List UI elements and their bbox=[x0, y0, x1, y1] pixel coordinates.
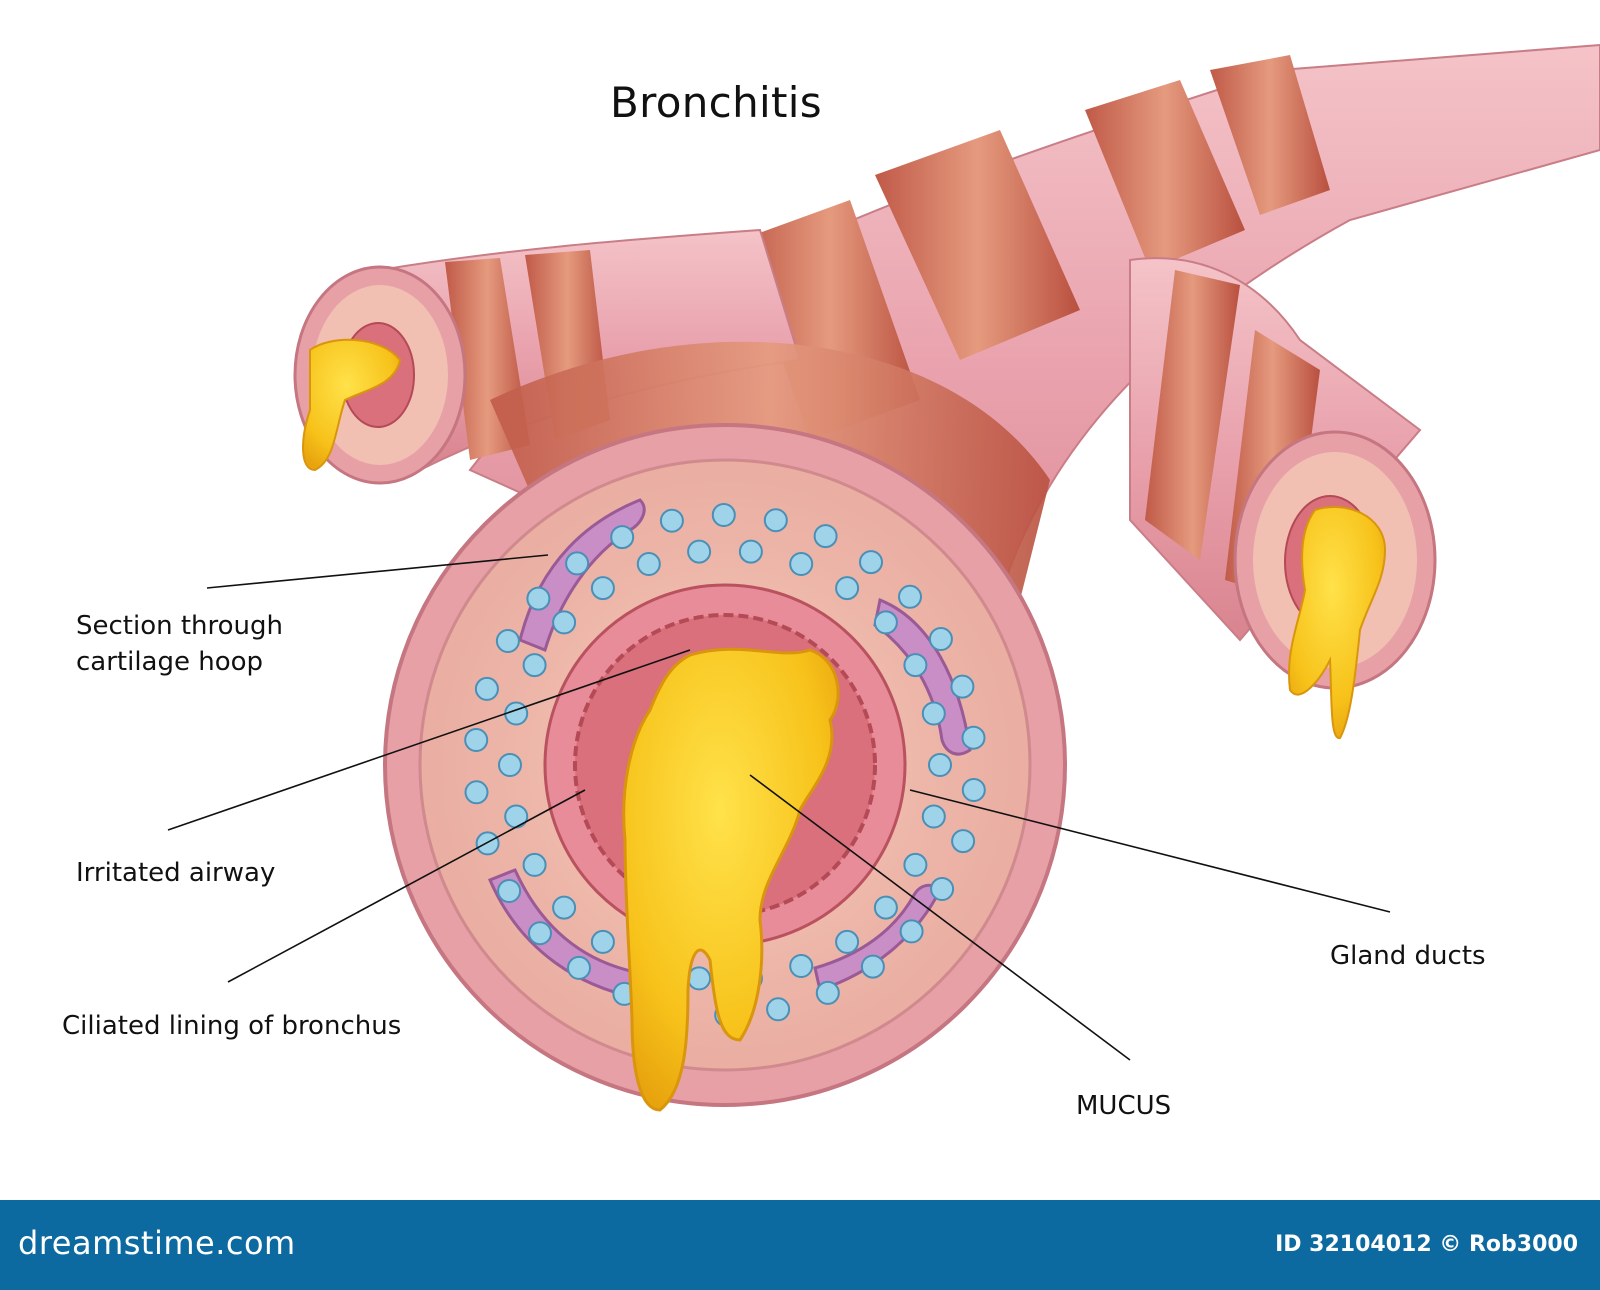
gland-cell bbox=[495, 629, 520, 653]
label-cartilage-line2: cartilage hoop bbox=[76, 647, 264, 677]
label-cartilage-hoop: Section through cartilage hoop bbox=[76, 608, 283, 680]
label-irritated-airway: Irritated airway bbox=[76, 858, 276, 888]
leader-ciliated bbox=[227, 789, 586, 983]
cartilage-band bbox=[875, 130, 1080, 360]
gland-cell bbox=[860, 954, 885, 979]
gland-cell bbox=[789, 954, 814, 978]
gland-cell bbox=[659, 508, 684, 533]
gland-cell bbox=[930, 877, 955, 901]
gland-cell bbox=[590, 576, 615, 601]
bronchus-illustration bbox=[167, 43, 1600, 1112]
gland-cell bbox=[522, 852, 547, 877]
gland-cell bbox=[610, 525, 635, 550]
gland-cell bbox=[873, 610, 898, 635]
gland-cell bbox=[687, 539, 712, 564]
gland-cell bbox=[474, 676, 499, 701]
label-gland-ducts: Gland ducts bbox=[1330, 941, 1486, 971]
gland-cell bbox=[528, 921, 552, 946]
gland-cell bbox=[961, 725, 986, 750]
gland-cell bbox=[903, 852, 928, 877]
gland-cell bbox=[921, 804, 946, 829]
leader-gland bbox=[909, 789, 1391, 913]
gland-cell bbox=[859, 550, 883, 575]
label-cartilage-line1: Section through bbox=[76, 611, 284, 641]
gland-cell bbox=[464, 728, 489, 752]
mucus-drip bbox=[1288, 505, 1387, 739]
footer-bar: dreamstime.com ID 32104012 © Rob3000 bbox=[0, 1200, 1600, 1290]
gland-cell bbox=[565, 551, 590, 576]
leader-lines bbox=[167, 554, 1391, 1061]
gland-cell bbox=[928, 627, 953, 651]
gland-cell bbox=[567, 955, 591, 980]
diagram-title: Bronchitis bbox=[610, 78, 822, 127]
gland-cell bbox=[636, 552, 661, 576]
gland-cell bbox=[898, 584, 922, 609]
label-mucus: MUCUS bbox=[1076, 1091, 1172, 1121]
gland-cell bbox=[835, 576, 860, 601]
cartilage-band bbox=[1085, 80, 1245, 270]
gland-cell bbox=[711, 503, 736, 527]
gland-cell bbox=[789, 552, 814, 576]
cartilage-band bbox=[1145, 270, 1240, 560]
leader-cartilage bbox=[206, 554, 549, 589]
gland-cell bbox=[498, 753, 522, 777]
gland-cell bbox=[687, 966, 712, 991]
gland-cell bbox=[552, 610, 577, 635]
footer-image-id: ID 32104012 © Rob3000 bbox=[1275, 1232, 1578, 1257]
gland-cell bbox=[766, 997, 791, 1022]
gland-cell bbox=[522, 653, 547, 678]
gland-cell bbox=[899, 919, 924, 944]
leader-mucus bbox=[749, 774, 1131, 1061]
gland-cell bbox=[951, 829, 976, 854]
gland-cell bbox=[504, 701, 529, 726]
gland-cell bbox=[815, 980, 840, 1005]
mucus-main bbox=[622, 647, 840, 1112]
gland-cell bbox=[950, 674, 975, 699]
cartilage-section bbox=[813, 883, 942, 992]
label-ciliated-lining: Ciliated lining of bronchus bbox=[62, 1011, 402, 1041]
mucus-drip bbox=[302, 338, 402, 472]
gland-cell bbox=[552, 895, 577, 920]
bronchitis-diagram: Bronchitis Section through cartilage hoo… bbox=[62, 43, 1600, 1121]
gland-cell bbox=[504, 804, 529, 829]
left-cross-section bbox=[293, 265, 467, 485]
gland-cell bbox=[813, 524, 838, 549]
gland-cell bbox=[738, 539, 763, 564]
gland-cell bbox=[873, 895, 898, 920]
leader-irritated bbox=[167, 649, 691, 831]
gland-cell bbox=[835, 929, 860, 954]
gland-cell bbox=[497, 879, 522, 903]
gland-cell bbox=[903, 653, 928, 678]
gland-cell bbox=[590, 929, 615, 954]
gland-cell bbox=[526, 586, 551, 611]
cartilage-band bbox=[1210, 55, 1330, 215]
gland-cell bbox=[464, 780, 489, 805]
gland-cell bbox=[921, 701, 946, 726]
right-cross-section bbox=[1233, 430, 1437, 739]
gland-cell bbox=[763, 508, 788, 533]
gland-cell bbox=[928, 753, 952, 777]
gland-cell bbox=[961, 778, 986, 802]
footer-site-logo[interactable]: dreamstime.com bbox=[18, 1224, 296, 1262]
gland-cell bbox=[475, 831, 500, 856]
